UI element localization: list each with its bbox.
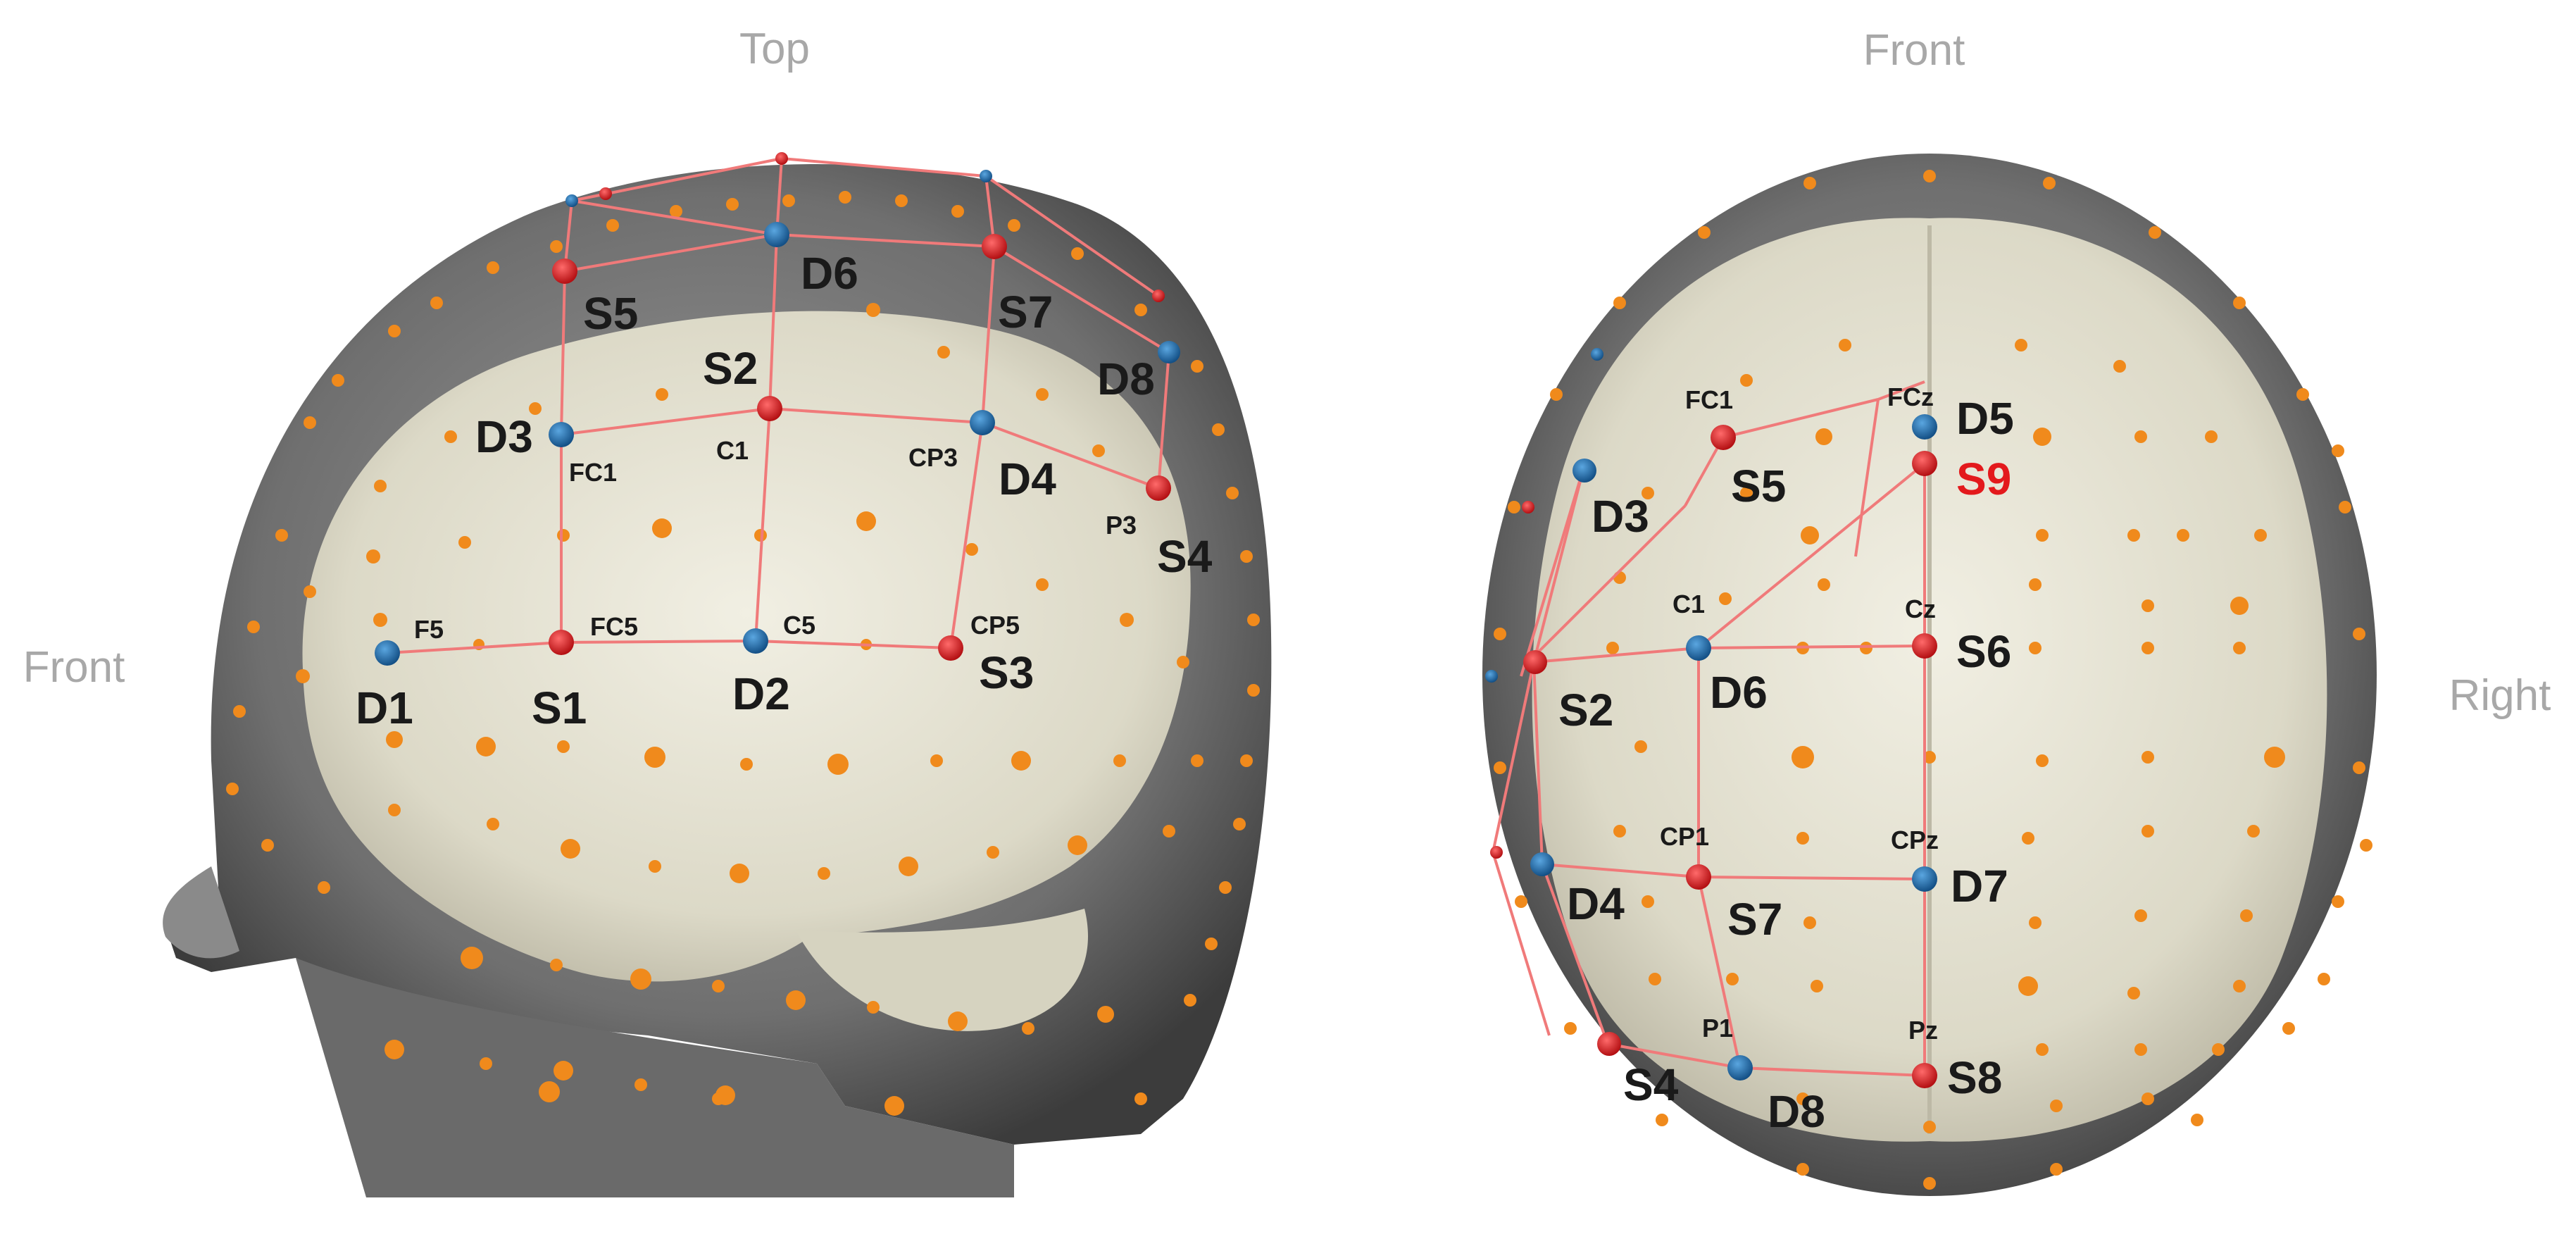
lateral-channel-lines <box>387 157 1170 654</box>
lateral-label-s5: S5 <box>583 288 638 339</box>
top-label-d3: D3 <box>1592 491 1649 542</box>
top-detector-d8 <box>1727 1055 1753 1081</box>
lateral-label-d3: D3 <box>475 411 533 462</box>
lateral-label-d8: D8 <box>1097 354 1155 404</box>
top-detector-d6 <box>1686 635 1711 661</box>
lateral-label-s7: S7 <box>998 287 1053 337</box>
top-optode-labels: D5 S9 S5 D3 S2 D6 S6 D4 S7 D7 S4 D8 S8 F… <box>1558 382 2014 1137</box>
top-source-s6 <box>1912 633 1937 659</box>
lateral-detector-d6 <box>764 222 789 247</box>
lateral-source-s2 <box>757 396 782 421</box>
top-label-s7: S7 <box>1727 894 1782 945</box>
lateral-label-s2: S2 <box>703 343 758 394</box>
lateral-label-d4: D4 <box>999 454 1056 504</box>
top-label-d6: D6 <box>1710 667 1768 718</box>
lateral-pos-cp5: CP5 <box>970 611 1020 640</box>
top-pos-pz: Pz <box>1908 1016 1938 1045</box>
top-scalp-markers <box>1485 348 1603 859</box>
top-label-s9: S9 <box>1956 454 2011 504</box>
top-pos-fc1: FC1 <box>1685 385 1733 414</box>
view-label-top: Top <box>739 25 810 73</box>
top-source-s9 <box>1912 451 1937 476</box>
top-pos-p1: P1 <box>1702 1014 1733 1042</box>
top-label-s5: S5 <box>1731 461 1786 511</box>
top-optodes <box>1523 414 1937 1088</box>
top-detector-d7 <box>1912 866 1937 892</box>
view-label-right: Right <box>2449 671 2551 720</box>
top-label-d5: D5 <box>1956 393 2014 444</box>
lateral-detector-d4 <box>970 410 995 435</box>
top-pos-cpz: CPz <box>1891 826 1939 854</box>
top-label-s4: S4 <box>1623 1059 1679 1110</box>
neck-base-lateral <box>296 958 1014 1197</box>
lateral-detector-d3 <box>549 422 574 447</box>
top-source-s4 <box>1597 1032 1621 1056</box>
lateral-source-s7 <box>982 234 1007 259</box>
lateral-label-d2: D2 <box>732 668 790 719</box>
top-source-s5 <box>1711 425 1736 450</box>
top-pos-cz: Cz <box>1905 594 1936 623</box>
lateral-detector-d8 <box>1158 341 1180 363</box>
lateral-optode-labels: D1 S1 D2 S3 D3 S2 D4 S4 S5 D6 S7 D8 F5 F… <box>356 248 1213 733</box>
lateral-pos-c5: C5 <box>783 611 815 640</box>
lateral-pos-cp3: CP3 <box>908 443 958 472</box>
top-detector-d5 <box>1912 414 1937 440</box>
top-source-s7 <box>1686 864 1711 890</box>
lateral-label-d6: D6 <box>801 248 858 299</box>
top-source-s8 <box>1912 1063 1937 1088</box>
lateral-grid-dots <box>226 191 1260 1116</box>
top-pos-fcz: FCz <box>1887 382 1934 411</box>
nose-lateral <box>163 866 239 959</box>
lateral-source-s1 <box>549 630 574 655</box>
lateral-label-s1: S1 <box>532 683 587 733</box>
lateral-head-view: D1 S1 D2 S3 D3 S2 D4 S4 S5 D6 S7 D8 F5 F… <box>163 152 1272 1197</box>
view-label-front-right: Front <box>1863 26 1965 75</box>
top-label-s8: S8 <box>1947 1052 2002 1103</box>
lateral-optodes <box>375 222 1180 666</box>
view-label-front-left: Front <box>23 643 125 692</box>
top-channel-lines <box>1492 380 1926 1077</box>
lateral-scalp-markers <box>565 152 1165 302</box>
top-detector-d4 <box>1530 852 1554 876</box>
top-source-s2 <box>1523 650 1547 674</box>
top-grid-dots <box>1494 170 2372 1190</box>
top-pos-c1: C1 <box>1672 590 1705 618</box>
cerebellum-lateral <box>796 909 1088 1031</box>
lateral-pos-c1: C1 <box>716 436 749 465</box>
top-label-s6: S6 <box>1956 626 2011 677</box>
lateral-detector-d1 <box>375 640 400 666</box>
lateral-source-s3 <box>938 635 963 661</box>
lateral-label-s4: S4 <box>1157 531 1213 582</box>
top-label-d7: D7 <box>1951 861 2008 911</box>
top-pos-cp1: CP1 <box>1660 822 1709 851</box>
lateral-pos-p3: P3 <box>1106 511 1137 540</box>
lateral-pos-fc5: FC5 <box>590 612 638 641</box>
top-detector-d3 <box>1573 459 1596 482</box>
top-head-view: D5 S9 S5 D3 S2 D6 S6 D4 S7 D7 S4 D8 S8 F… <box>1482 154 2377 1196</box>
lateral-detector-d2 <box>743 628 768 654</box>
top-label-d4: D4 <box>1567 878 1625 929</box>
lateral-label-d1: D1 <box>356 683 413 733</box>
top-label-d8: D8 <box>1768 1086 1825 1137</box>
top-label-s2: S2 <box>1558 685 1613 735</box>
lateral-pos-f5: F5 <box>414 615 444 644</box>
lateral-pos-fc1: FC1 <box>569 458 617 487</box>
lateral-source-s5 <box>552 259 577 284</box>
lateral-source-s4 <box>1146 475 1171 501</box>
lateral-label-s3: S3 <box>979 647 1034 698</box>
